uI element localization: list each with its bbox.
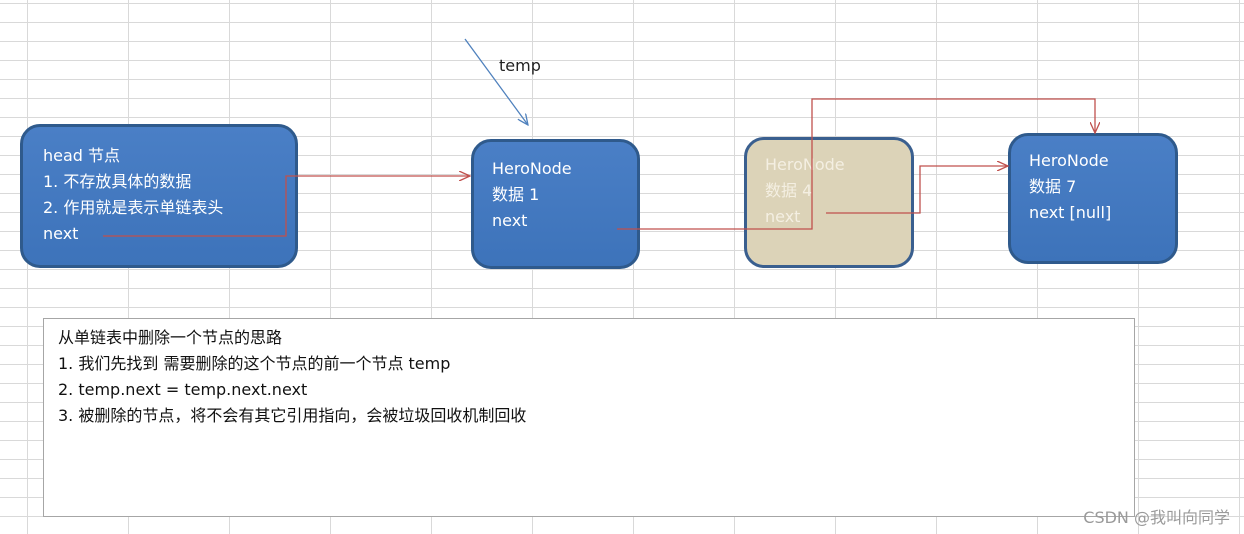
hero-node-7: HeroNode 数据 7 next [null] [1008,133,1178,264]
head-node-title: head 节点 [43,146,121,165]
explanation-box: 从单链表中删除一个节点的思路 1. 我们先找到 需要删除的这个节点的前一个节点 … [43,318,1135,517]
hero-node-1: HeroNode 数据 1 next [471,139,640,269]
node-4-type: HeroNode [765,155,845,174]
explanation-step-3: 3. 被删除的节点，将不会有其它引用指向，会被垃圾回收机制回收 [58,406,527,425]
node-7-next: next [null] [1029,203,1112,222]
explanation-title: 从单链表中删除一个节点的思路 [58,328,283,347]
temp-label: temp [499,56,541,75]
csdn-watermark: CSDN @我叫向同学 [1083,508,1230,527]
head-node-line-2: 2. 作用就是表示单链表头 [43,198,224,217]
node-1-data: 数据 1 [492,185,540,204]
node-7-type: HeroNode [1029,151,1109,170]
node-4-data: 数据 4 [765,181,813,200]
node-1-next: next [492,211,528,230]
node-7-data: 数据 7 [1029,177,1077,196]
explanation-step-1: 1. 我们先找到 需要删除的这个节点的前一个节点 temp [58,354,451,373]
node-4-next-arrow [826,166,1008,214]
head-node-next: next [43,224,79,243]
node-4-next: next [765,207,801,226]
hero-node-4-deleted: HeroNode 数据 4 next [744,137,914,268]
temp-pointer-arrow [464,38,528,125]
explanation-step-2: 2. temp.next = temp.next.next [58,380,308,399]
node-1-new-next-arrow [617,98,1095,230]
head-node-line-1: 1. 不存放具体的数据 [43,172,192,191]
head-node: head 节点 1. 不存放具体的数据 2. 作用就是表示单链表头 next [20,124,298,268]
head-next-arrow [103,176,470,237]
node-1-type: HeroNode [492,159,572,178]
